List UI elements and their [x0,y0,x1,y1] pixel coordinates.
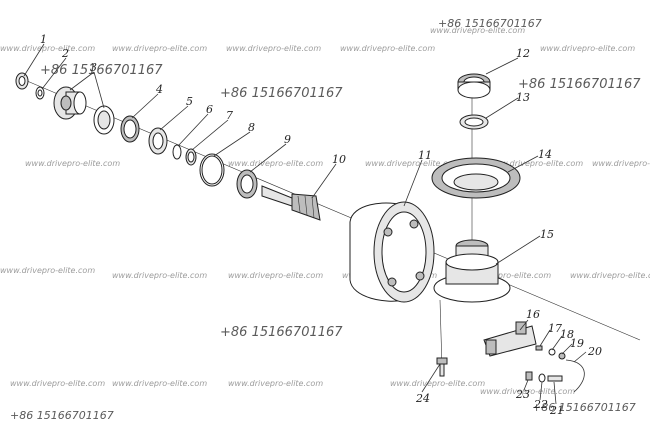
part-20-wire [565,359,585,393]
watermark-site: www.drivepro-elite.com [112,271,207,280]
watermark-site: www.drivepro-elite.com [228,379,323,388]
part-10-pinion [261,185,321,221]
part-number-label: 6 [206,103,213,116]
part-1-ring [15,72,29,90]
watermark-site: www.drivepro-elite.com [340,44,435,53]
part-6-ring [172,144,182,160]
part-number-label: 2 [61,47,69,60]
part-14-ring-gear [431,157,521,199]
part-12-bearing [457,73,491,99]
watermark-site: www.drivepro-elite.com [226,44,321,53]
watermark-site: www.drivepro-elite.com [228,159,323,168]
part-number-label: 14 [538,148,552,161]
part-13-cup [459,114,489,130]
watermark-layer: www.drivepro-elite.com www.drivepro-elit… [0,17,650,422]
part-4-bearing-cup [120,115,140,143]
part-18-washer [548,348,556,356]
watermark-site: www.drivepro-elite.com [540,44,635,53]
part-23-bolt [525,371,533,381]
watermark-site: www.drivepro-elite.com [390,379,485,388]
part-number-label: 4 [155,83,163,96]
watermark-site: www.drivepro-elite.com [488,159,583,168]
watermark-phone: +86 15166701167 [438,17,542,30]
part-19-nut [558,352,566,360]
watermark-site: www.drivepro-elite.com [10,379,105,388]
part-number-label: 21 [549,404,564,417]
watermark-site: www.drivepro-elite.com [480,387,575,396]
part-number-label: 15 [540,228,554,241]
watermark-site: www.drivepro-elite.com [112,44,207,53]
watermark-site: www.drivepro-elite.com [228,271,323,280]
part-22-washer [538,373,546,383]
watermark-phone: +86 15166701167 [220,325,343,340]
watermark-phone: +86 15166701167 [10,409,114,422]
part-3-seal [93,105,115,135]
part-number-label: 20 [587,345,602,358]
watermark-phone: +86 15166701167 [220,86,343,101]
watermark-site: www.drivepro-elite.com [25,159,120,168]
part-5-bearing [148,127,168,155]
leader-lines [23,43,587,405]
part-3-flange [53,86,87,120]
part-number-label: 19 [570,337,584,350]
part-15-diff-case [433,239,511,303]
part-16-bracket [483,321,537,357]
watermark-site: www.drivepro-elite.com [570,271,650,280]
bolt-axis [439,299,443,369]
part-number-label: 3 [90,61,97,74]
watermark-site: www.drivepro-elite.com [112,379,207,388]
watermark-phone: +86 15166701167 [40,63,163,78]
watermark-site: www.drivepro-elite.com [0,266,95,275]
part-21-bolt [547,375,563,382]
part-number-label: 24 [415,392,430,405]
part-24-bolt [436,357,448,377]
part-number-label: 10 [332,153,346,166]
watermark-site: www.drivepro-elite.com [592,159,650,168]
watermark-phone: +86 15166701167 [518,77,641,92]
part-number-label: 13 [516,91,530,104]
watermark-phone: +86 15166701167 [532,401,636,414]
part-number-label: 16 [526,308,540,321]
watermark-site: www.drivepro-elite.com [0,44,95,53]
part-8-oring [199,153,225,187]
part-9-bearing [236,169,258,199]
watermark-site: www.drivepro-elite.com [456,271,551,280]
part-2-washer [35,86,45,100]
part-number-label: 23 [515,388,530,401]
part-number-label: 1 [40,33,47,46]
part-number-label: 5 [186,95,193,108]
part-number-label: 11 [418,149,432,162]
part-number-label: 9 [284,133,291,146]
part-labels: 1 2 3 4 5 6 7 8 9 10 11 12 13 14 15 16 1… [40,33,602,417]
part-11-housing [349,201,435,303]
watermark-site: www.drivepro-elite.com [430,26,525,35]
part-number-label: 12 [516,47,530,60]
part-17-pin [535,345,543,351]
watermark-site: www.drivepro-elite.com [365,159,460,168]
part-number-label: 8 [248,121,255,134]
part-number-label: 18 [560,328,574,341]
part-7-spacer [185,148,197,166]
part-number-label: 22 [533,398,548,411]
part-number-label: 17 [548,322,562,335]
part-number-label: 7 [226,109,233,122]
